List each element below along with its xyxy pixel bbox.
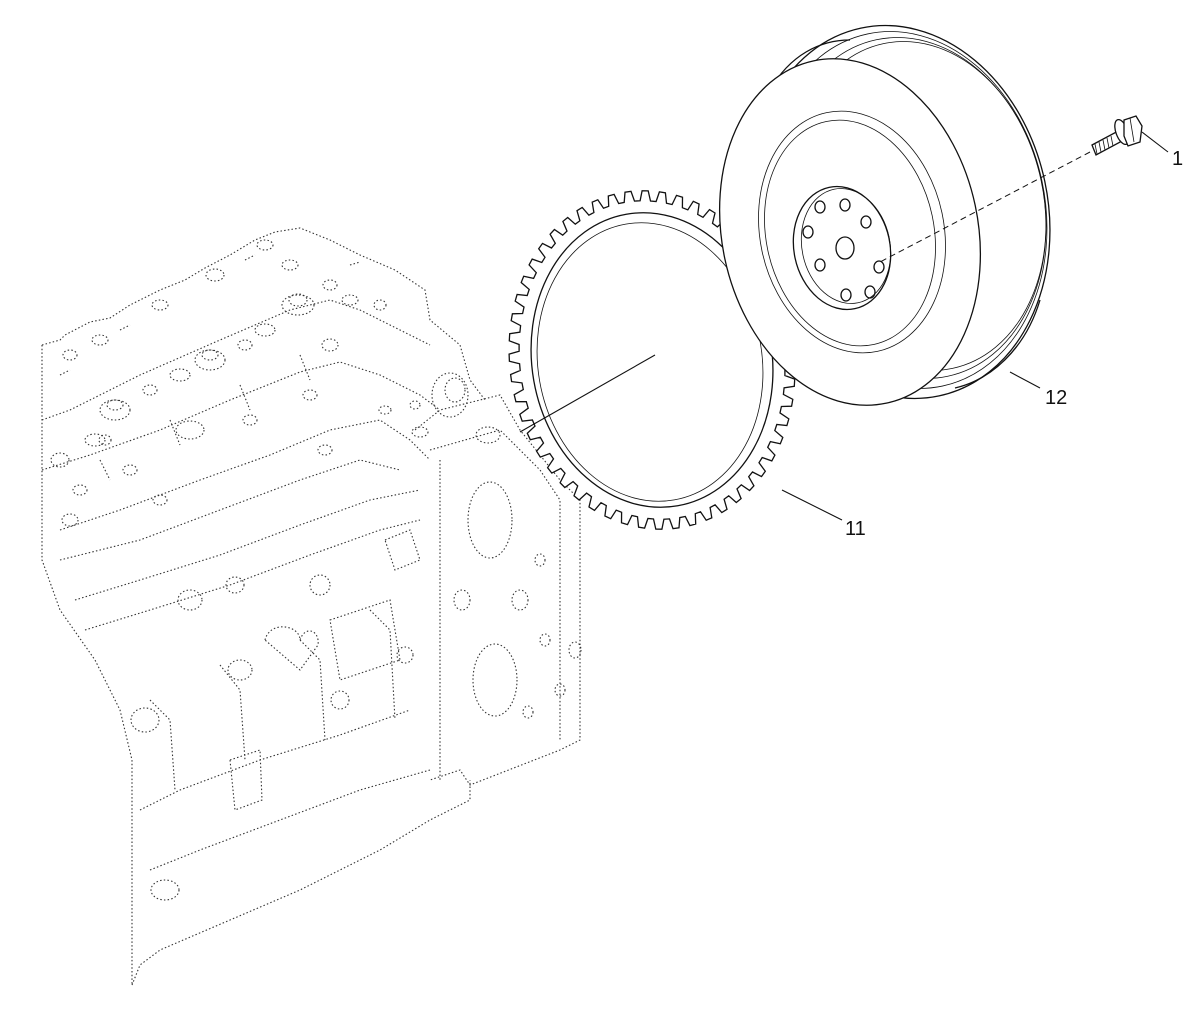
engine-block [41,227,582,986]
ring-gear [508,190,796,530]
callout-label-11: 11 [845,518,866,540]
callout-label-12: 12 [1045,387,1067,409]
callout-label-1: 1 [1172,148,1183,170]
flywheel [718,24,1051,406]
flywheel-bolt [1091,115,1143,156]
leader-lines [519,131,1169,521]
